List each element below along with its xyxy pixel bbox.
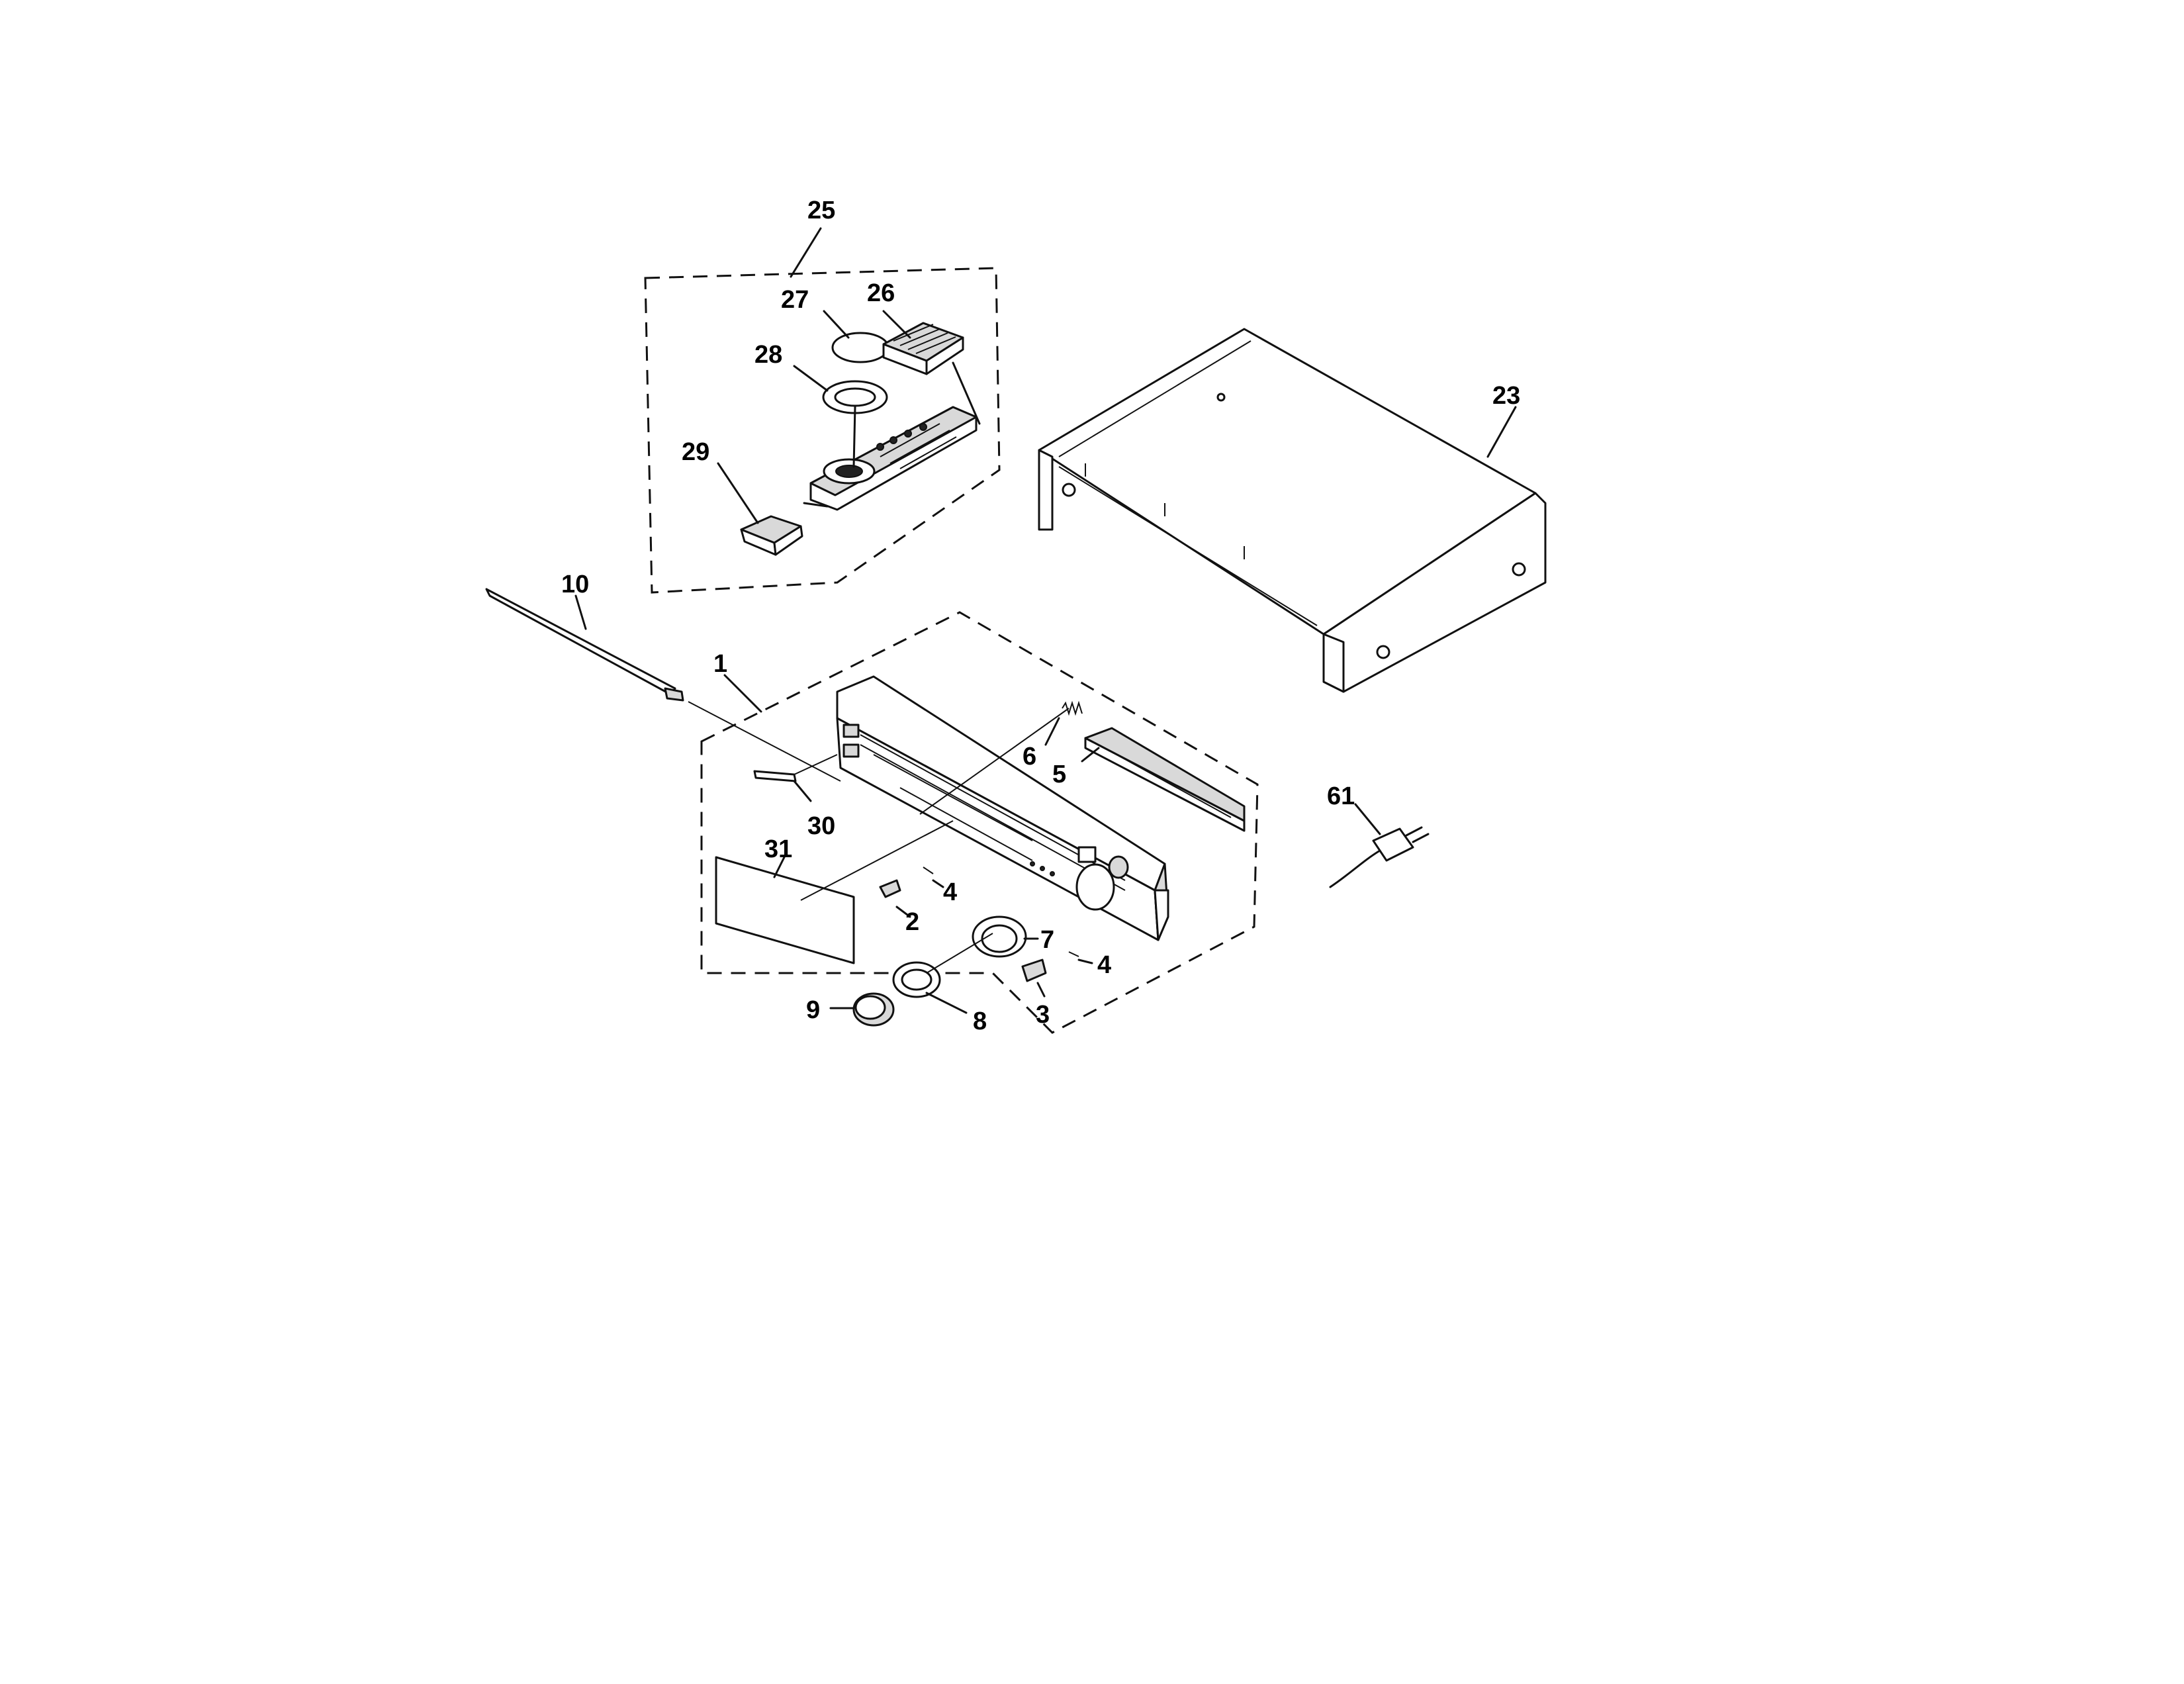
label-part-4-lower: 4 — [1097, 951, 1111, 979]
label-part-9: 9 — [806, 996, 820, 1024]
label-part-61: 61 — [1327, 782, 1355, 810]
remote-control-assembly — [644, 227, 1001, 594]
remote-control-body — [809, 405, 978, 511]
label-part-8: 8 — [973, 1007, 987, 1035]
dial-ring-7 — [972, 915, 1027, 958]
label-part-27: 27 — [781, 286, 809, 314]
label-part-3: 3 — [1036, 1001, 1050, 1029]
ring-28 — [822, 380, 888, 414]
label-part-28: 28 — [754, 341, 782, 369]
part-labels: 25 27 26 28 29 23 10 1 6 5 30 31 61 4 2 … — [561, 197, 1520, 1035]
label-part-4-upper: 4 — [943, 878, 957, 906]
label-part-26: 26 — [867, 279, 895, 307]
belt-clip-29 — [740, 515, 803, 556]
label-part-23: 23 — [1492, 382, 1520, 410]
front-bezel — [836, 675, 1169, 941]
label-part-29: 29 — [682, 438, 709, 466]
label-plate-31 — [715, 856, 855, 964]
knob-3 — [1021, 959, 1047, 982]
screw-4-lower — [1068, 951, 1079, 957]
flat-cable-10 — [485, 588, 684, 702]
screw-4-upper — [923, 866, 934, 874]
cassette-door-5 — [1084, 727, 1246, 832]
label-part-31: 31 — [764, 835, 792, 863]
label-part-30: 30 — [807, 812, 835, 840]
spring-6 — [1062, 700, 1083, 716]
keypad-cover-26 — [882, 322, 964, 375]
battery-cover-27 — [831, 332, 889, 363]
front-panel-assembly — [700, 611, 1259, 1034]
label-part-1: 1 — [713, 650, 727, 678]
front-panel-group-boundary — [700, 611, 1259, 1034]
label-part-5: 5 — [1052, 761, 1066, 788]
top-cover-23 — [1038, 328, 1547, 693]
ring-8 — [892, 961, 941, 998]
label-part-2: 2 — [905, 908, 919, 936]
label-part-7: 7 — [1040, 926, 1054, 954]
button-2 — [879, 879, 901, 898]
label-part-10: 10 — [561, 571, 589, 598]
remote-group-boundary — [644, 267, 1001, 594]
power-cord-61 — [1329, 826, 1430, 888]
label-part-6: 6 — [1023, 743, 1036, 771]
strip-30 — [753, 770, 797, 782]
label-part-25: 25 — [807, 197, 835, 224]
knob-9 — [852, 992, 895, 1027]
